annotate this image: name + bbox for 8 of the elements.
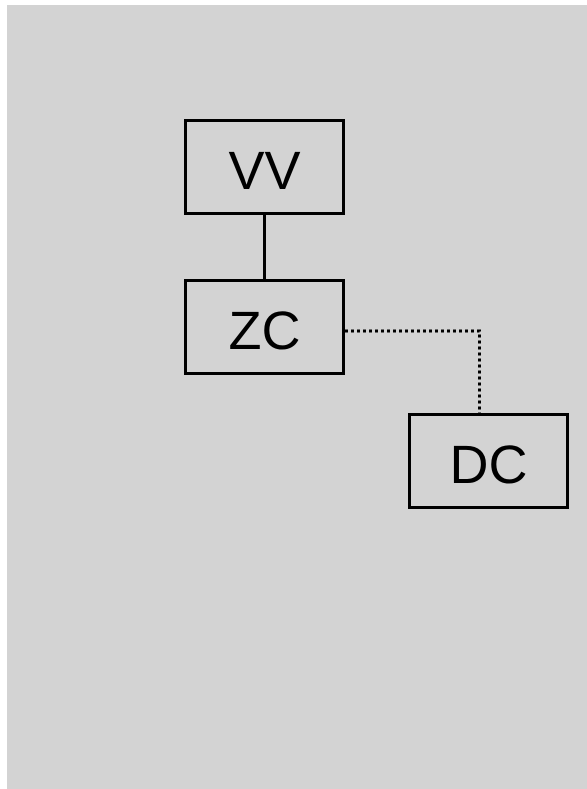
connector-line [263,215,266,279]
node-box [184,119,345,215]
node-label: DC [450,438,528,492]
node-box [408,413,569,509]
node-box [184,279,345,375]
node-label: ZC [228,304,300,358]
dotted-connector [345,330,481,413]
node-label: VV [228,144,301,198]
